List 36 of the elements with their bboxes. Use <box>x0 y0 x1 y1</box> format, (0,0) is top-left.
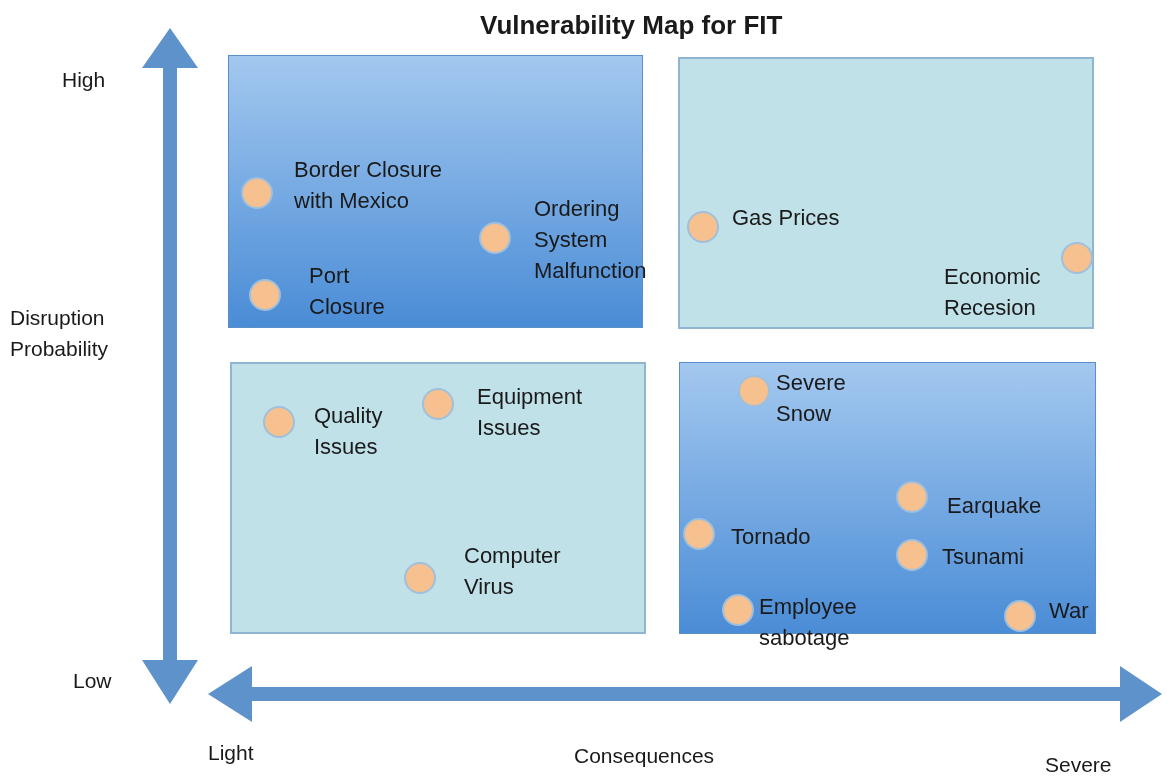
quadrant-panel <box>678 57 1094 329</box>
risk-point <box>249 279 281 311</box>
risk-label: Earquake <box>947 492 1043 520</box>
risk-label: Quality Issues <box>314 402 384 461</box>
risk-point <box>263 406 295 438</box>
risk-point <box>1061 242 1093 274</box>
risk-point <box>687 211 719 243</box>
risk-point <box>738 375 770 407</box>
risk-label: Tsunami <box>942 543 1025 571</box>
title: Vulnerability Map for FIT <box>480 10 783 41</box>
axis-label: High <box>62 67 107 93</box>
quadrant-panel <box>228 55 643 328</box>
risk-point <box>896 481 928 513</box>
risk-label: Tornado <box>731 523 812 551</box>
risk-label: Computer Virus <box>464 542 562 601</box>
risk-label: Equipment Issues <box>477 383 584 442</box>
risk-label: Border Closure with Mexico <box>294 156 443 215</box>
risk-point <box>722 594 754 626</box>
risk-point <box>422 388 454 420</box>
risk-point <box>1004 600 1036 632</box>
risk-point <box>683 518 715 550</box>
axis-label: Disruption Probability <box>10 305 110 362</box>
risk-label: War <box>1049 597 1090 625</box>
axis-label: Light <box>208 740 255 766</box>
quadrant-panel <box>230 362 646 634</box>
risk-point <box>241 177 273 209</box>
risk-label: Port Closure <box>309 262 386 321</box>
axis-label: Consequences <box>574 743 716 769</box>
axis-label: Severe <box>1045 752 1113 778</box>
risk-label: Severe Snow <box>776 369 847 428</box>
risk-point <box>404 562 436 594</box>
risk-label: Gas Prices <box>732 204 841 232</box>
axis-label: Low <box>73 668 113 694</box>
risk-label: Economic Recesion <box>944 263 1042 322</box>
risk-point <box>479 222 511 254</box>
risk-point <box>896 539 928 571</box>
